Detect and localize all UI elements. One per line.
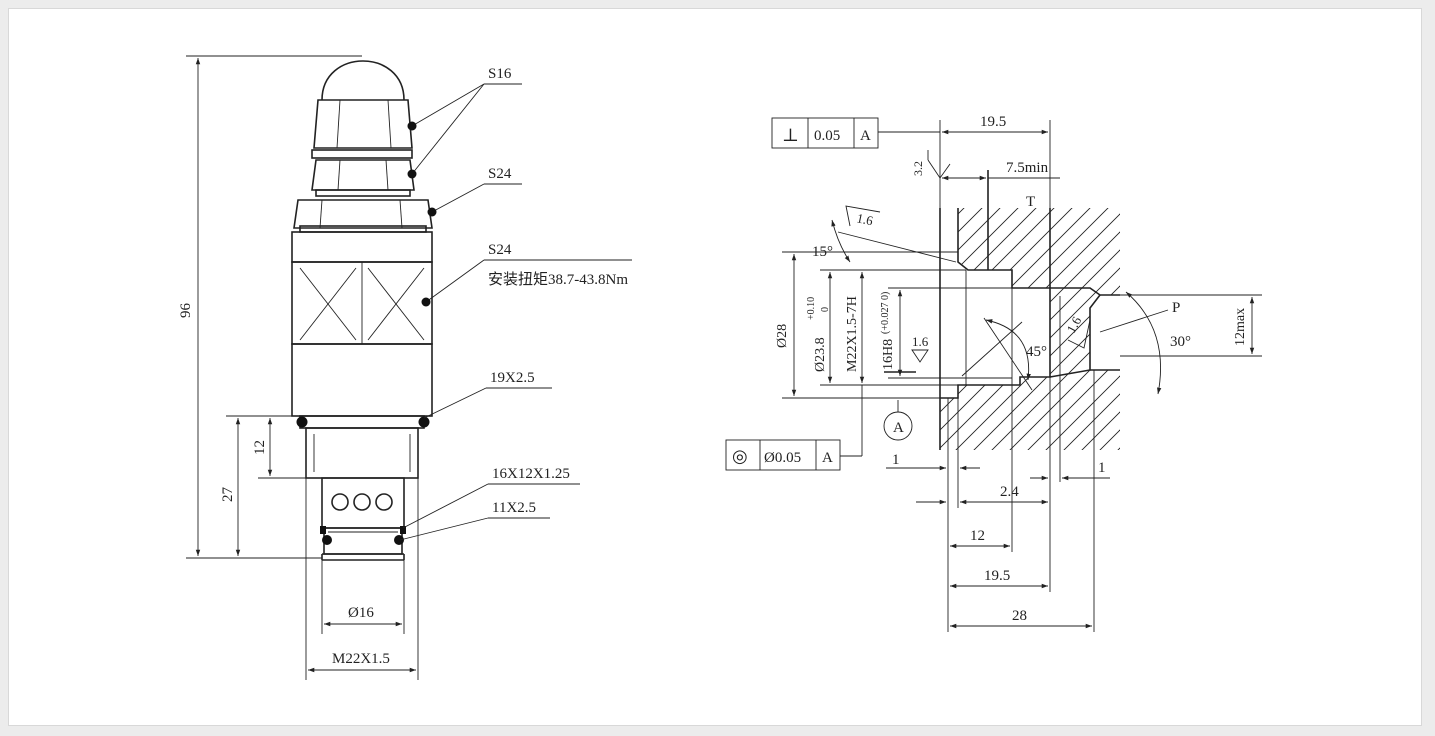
hatch-line [945, 208, 1120, 450]
roughness-symbols [845, 150, 1091, 363]
fcf-bottom-datum: A [822, 450, 833, 466]
dim-dia23-8: Ø23.8 [813, 337, 828, 372]
right-labels: ⊥ 0.05 A ◎ Ø0.05 A 19.5 7.5min 3.2 T 1.6… [732, 114, 1248, 624]
hatch-line [940, 208, 1120, 450]
hatch-line [1162, 200, 1422, 460]
hatch-line [940, 208, 1120, 450]
right-dimensions [782, 120, 1262, 632]
hatch-line [1035, 208, 1120, 450]
dim-m22x1-5: M22X1.5 [332, 651, 390, 667]
angle-45: 45° [1026, 344, 1047, 360]
hatch-line [1144, 200, 1404, 460]
tol-23-8-upper: +0.10 [806, 297, 817, 320]
fcf-bottom-symbol: ◎ [732, 446, 748, 466]
dim-dia28: Ø28 [775, 324, 790, 348]
hatch-line [999, 208, 1120, 450]
angle-30: 30° [1170, 334, 1191, 350]
dim-96: 96 [178, 303, 194, 319]
dim-16h8: 16H8 [881, 339, 896, 370]
hatch-line [640, 200, 900, 460]
hatch-line [1126, 200, 1386, 460]
rough-1-6-c: 1.6 [1063, 314, 1084, 336]
label-torque: 安装扭矩38.7-43.8Nm [488, 271, 628, 288]
hatch-line [1071, 208, 1120, 450]
angle-15: 15° [812, 244, 833, 260]
drawing-sheet [8, 8, 1422, 726]
fcf-top-symbol: ⊥ [782, 125, 799, 145]
fcf-perpendicularity [771, 117, 879, 149]
label-s24-body: S24 [488, 242, 512, 258]
dim-1-right: 1 [1098, 460, 1106, 476]
dim-2-4: 2.4 [1000, 484, 1019, 500]
dim-bottom-19-5: 19.5 [984, 568, 1010, 584]
hatch-line [940, 208, 1099, 450]
cavity-section [640, 170, 1435, 460]
dim-12max: 12max [1233, 308, 1248, 346]
hatch-line [981, 208, 1120, 450]
left-dimensions [186, 55, 419, 680]
label-s16: S16 [488, 66, 512, 82]
hatch-line [940, 208, 991, 450]
dim-dia16: Ø16 [348, 605, 374, 621]
tol-23-8-lower: 0 [820, 307, 831, 312]
hatch-line [940, 208, 1009, 450]
hatch-line [940, 208, 1027, 450]
hatch-line [940, 208, 973, 450]
hatching [640, 200, 1435, 460]
rough-1-6-a: 1.6 [855, 210, 875, 228]
dim-top-19-5: 19.5 [980, 114, 1006, 130]
fcf-top-tol: 0.05 [814, 128, 840, 144]
rough-3-2: 3.2 [911, 161, 925, 176]
hatch-line [1089, 208, 1120, 450]
datum-a: A [893, 420, 904, 436]
hatch-line [940, 208, 1045, 450]
dim-12-left: 12 [252, 440, 268, 455]
left-labels: S16 S24 S24 安装扭矩38.7-43.8Nm 19X2.5 16X12… [178, 66, 628, 667]
dim-7-5min: 7.5min [1006, 160, 1049, 176]
hatch-line [940, 208, 1063, 450]
hatch-line [940, 208, 955, 450]
dim-1-left: 1 [892, 452, 900, 468]
port-t: T [1026, 194, 1035, 210]
left-callout-leaders [399, 83, 632, 541]
dim-12-right: 12 [970, 528, 985, 544]
tol-16h8: (+0.027 0) [880, 292, 891, 334]
fcf-top-datum: A [860, 128, 871, 144]
hatch-line [1180, 200, 1435, 460]
rough-1-6-b: 1.6 [912, 334, 929, 349]
dim-m22x1-5-7h: M22X1.5-7H [845, 296, 860, 372]
label-oring-19x2-5: 19X2.5 [490, 370, 535, 386]
label-s24-hex: S24 [488, 166, 512, 182]
label-oring-11x2-5: 11X2.5 [492, 500, 536, 516]
dim-28: 28 [1012, 608, 1027, 624]
hatch-line [940, 208, 1120, 450]
hatch-line [940, 208, 1120, 450]
valve-side-view [291, 60, 433, 561]
fcf-concentricity [725, 439, 841, 471]
hatch-line [1053, 208, 1120, 450]
port-p: P [1172, 300, 1180, 316]
fcf-bottom-tol: Ø0.05 [764, 450, 801, 466]
label-backup-ring: 16X12X1.25 [492, 466, 570, 482]
hatch-line [1017, 208, 1120, 450]
dim-27: 27 [220, 487, 236, 503]
